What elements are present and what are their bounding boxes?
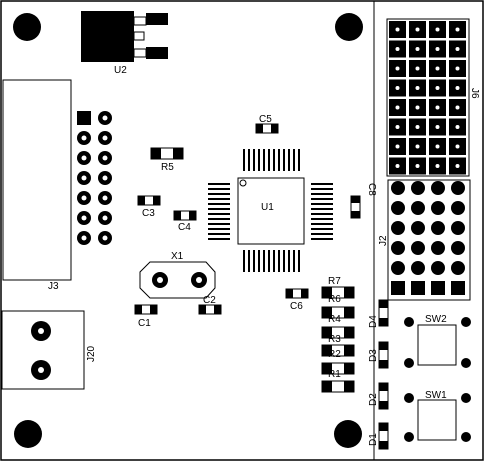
c3-capacitor <box>137 195 161 206</box>
r7-label: R7 <box>328 276 341 287</box>
j2-pin <box>431 261 445 275</box>
j2-pin <box>391 281 405 295</box>
r4-label: R4 <box>328 314 341 325</box>
resistor-stack <box>321 286 355 393</box>
r5-label: R5 <box>161 162 174 173</box>
j2-pin <box>391 261 405 275</box>
j2-pin <box>451 221 465 235</box>
j6-header-outline <box>386 18 470 177</box>
j2-pin <box>411 201 425 215</box>
c8-label: C8 <box>366 183 377 196</box>
u1-body <box>237 177 305 245</box>
j2-pin <box>431 281 445 295</box>
j2-pin <box>431 201 445 215</box>
sw2-label: SW2 <box>425 314 447 325</box>
j2-pin <box>411 241 425 255</box>
u2-regulator <box>81 11 168 62</box>
c2-label: C2 <box>203 295 216 306</box>
j2-pin <box>391 241 405 255</box>
r5-resistor <box>150 147 184 160</box>
u2-label: U2 <box>114 65 127 76</box>
j2-pin <box>451 201 465 215</box>
j20-terminal-body <box>1 310 85 390</box>
c5-label: C5 <box>259 114 272 125</box>
j2-pin <box>431 241 445 255</box>
r2-label: R2 <box>328 349 341 360</box>
x1-crystal <box>139 261 216 299</box>
j2-pin <box>391 181 405 195</box>
j3-connector-body <box>2 79 72 281</box>
j3-pin <box>77 111 91 125</box>
u1-pins <box>208 149 333 272</box>
j3-label: J3 <box>48 281 59 292</box>
c3-label: C3 <box>142 208 155 219</box>
c1-capacitor <box>134 304 158 315</box>
c4-label: C4 <box>178 222 191 233</box>
c1-label: C1 <box>138 318 151 329</box>
diode-column <box>378 299 389 450</box>
j2-label: J2 <box>378 235 389 246</box>
j2-pin <box>451 281 465 295</box>
j3-pin-header <box>77 111 112 245</box>
r1-label: R1 <box>328 369 341 380</box>
j2-pin <box>411 181 425 195</box>
c8-capacitor <box>350 195 361 219</box>
sw2-switch <box>404 317 471 368</box>
sw1-label: SW1 <box>425 390 447 401</box>
d1-label: D1 <box>368 433 379 446</box>
j2-pin <box>451 181 465 195</box>
d3-label: D3 <box>368 349 379 362</box>
j6-pin-grid <box>389 21 466 175</box>
mounting-hole-bottom-left <box>14 420 42 448</box>
r3-label: R3 <box>328 334 341 345</box>
j2-header-outline <box>387 179 471 301</box>
sw1-switch <box>404 393 471 442</box>
c6-label: C6 <box>290 301 303 312</box>
c5-capacitor <box>255 123 279 134</box>
u1-pin1-marker <box>239 179 247 187</box>
d2-label: D2 <box>368 393 379 406</box>
c2-capacitor <box>198 304 222 315</box>
u1-label: U1 <box>261 202 274 213</box>
j2-pin <box>451 241 465 255</box>
j20-label: J20 <box>86 345 97 362</box>
mounting-hole-bottom-right <box>334 420 362 448</box>
c4-capacitor <box>173 210 197 221</box>
j2-pin <box>411 281 425 295</box>
mounting-hole-top-right <box>335 13 363 41</box>
j2-pin-grid <box>391 181 465 295</box>
x1-label: X1 <box>171 251 184 262</box>
j2-pin <box>391 221 405 235</box>
mounting-hole-top-left <box>13 13 41 41</box>
c6-capacitor <box>285 288 309 299</box>
j6-label: J6 <box>469 88 480 99</box>
d4-label: D4 <box>368 315 379 328</box>
j2-pin <box>411 221 425 235</box>
j2-pin <box>411 261 425 275</box>
j2-pin <box>431 221 445 235</box>
j2-pin <box>431 181 445 195</box>
j2-pin <box>451 261 465 275</box>
j2-pin <box>391 201 405 215</box>
r6-label: R6 <box>328 294 341 305</box>
